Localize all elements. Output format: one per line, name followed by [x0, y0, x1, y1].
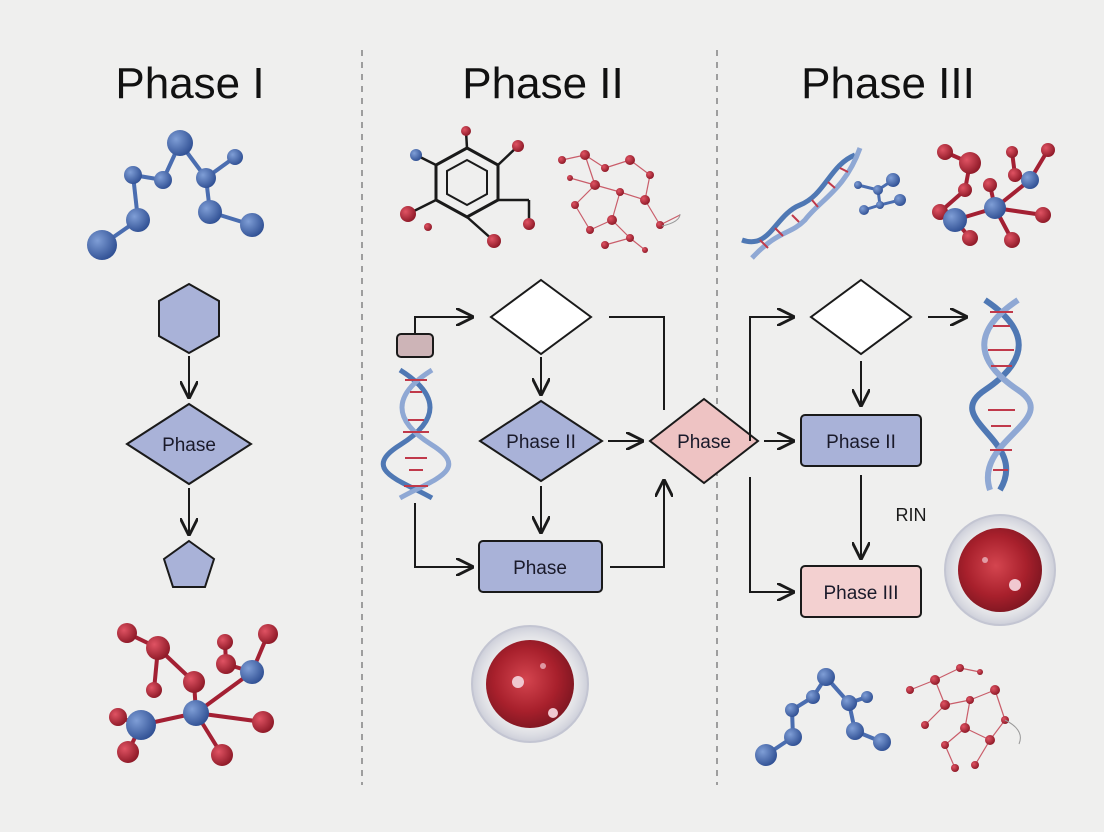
edge-p2-top-to-center — [609, 316, 665, 410]
protein-network-icon — [558, 150, 681, 253]
center-diamond-node — [648, 397, 760, 485]
cell-icon — [471, 625, 589, 743]
molecule-blue-small-icon — [755, 668, 891, 766]
p3-box-top-label: Phase II — [826, 432, 896, 453]
pentagon-node — [162, 539, 216, 588]
p3-box-top-node — [800, 414, 922, 467]
phase-2-title: Phase II — [462, 59, 623, 108]
dna-helix-icon — [380, 367, 452, 501]
p2-box-label: Phase — [513, 558, 567, 579]
tag-node — [396, 333, 434, 358]
phase-3-title: Phase III — [801, 59, 975, 108]
molecule-red-cluster-icon — [932, 143, 1055, 248]
p1-diamond-label: Phase — [162, 435, 216, 456]
protein-network-right-icon — [906, 664, 1021, 772]
p3-top-diamond — [809, 278, 913, 356]
molecule-mixed-cluster-icon — [109, 623, 278, 766]
edge-p2-box-to-center — [610, 481, 664, 568]
p2-diamond-label: Phase II — [506, 432, 576, 453]
molecule-blue-chain-icon — [87, 130, 264, 260]
hexagon-node — [158, 282, 220, 355]
edge-dna-to-p2-box — [414, 503, 472, 567]
p3-box-bottom-label: Phase III — [824, 583, 899, 604]
p2-diamond-node — [478, 399, 604, 483]
dna-horizontal-icon — [741, 147, 906, 260]
side-label: RIN — [896, 505, 927, 525]
edge-tag-to-p2-top-diamond — [414, 317, 472, 334]
p2-top-diamond — [489, 278, 593, 356]
dna-vertical-icon — [969, 297, 1034, 492]
p2-box-node — [478, 540, 603, 593]
edge-center-to-p3-top-diamond — [749, 317, 793, 441]
cell-right-icon — [944, 514, 1056, 626]
p1-diamond-node — [125, 402, 253, 486]
center-diamond-label: Phase — [677, 432, 731, 453]
p3-box-bottom-node — [800, 565, 922, 618]
edge-center-to-p3-box-bottom — [749, 477, 793, 592]
benzene-molecule-icon — [400, 126, 535, 248]
phase-1-title: Phase I — [115, 59, 264, 108]
